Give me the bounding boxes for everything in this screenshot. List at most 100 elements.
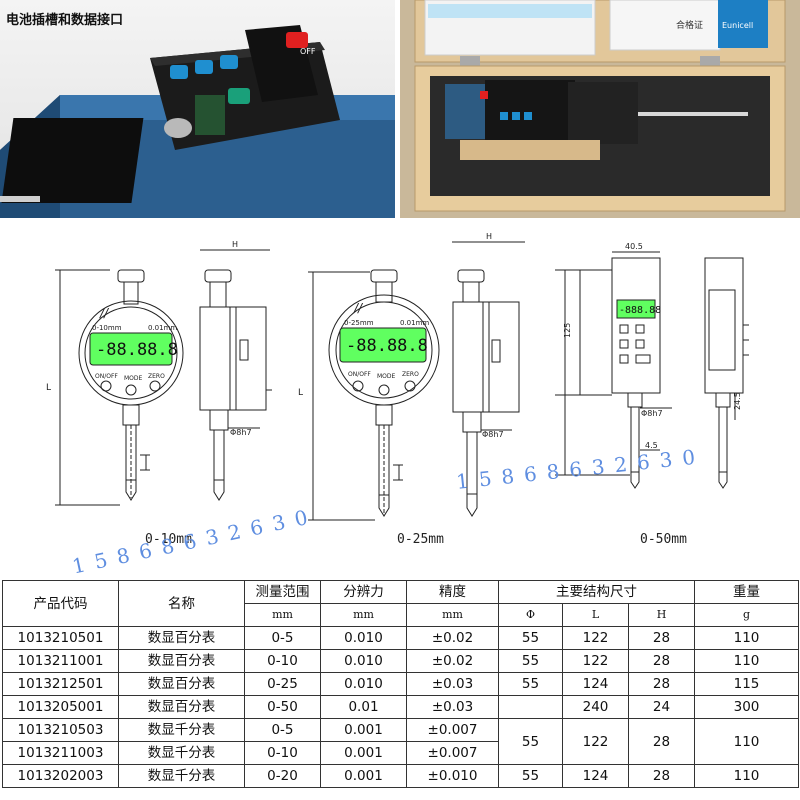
drawing-0-50-side: 24.5 — [704, 257, 749, 489]
svg-text://: // — [99, 306, 110, 320]
cell-phi — [498, 695, 563, 719]
cell-name: 数显百分表 — [118, 672, 245, 696]
cell-name: 数显百分表 — [118, 626, 245, 650]
header-range: 测量范围 — [244, 580, 321, 604]
table-row: 1013210503 数显千分表 0-5 0.001 ±0.007 55 122… — [2, 718, 800, 765]
cell-resolution: 0.001 — [320, 741, 407, 765]
table-row: 1013210501 数显百分表 0-5 0.010 ±0.02 55 122 … — [2, 626, 800, 650]
cell-h: 28 — [627, 626, 696, 650]
table-row: 1013202003 数显千分表 0-20 0.001 ±0.010 55 12… — [2, 764, 800, 788]
button-label-onoff-25: ON/OFF — [348, 371, 371, 378]
cell-name: 数显百分表 — [118, 695, 245, 719]
gauge-closeup-illustration: OFF — [0, 25, 395, 218]
cell-weight: 110 — [694, 649, 800, 673]
button-label-mode-25: MODE — [377, 373, 396, 380]
cell-name: 数显百分表 — [118, 649, 245, 673]
cell-range: 0-5 — [244, 718, 321, 742]
technical-drawings: L -88.88.8 0-10mm 0.01mm // ON/OFF MODE … — [46, 232, 749, 521]
cell-resolution: 0.001 — [320, 764, 407, 788]
cell-name: 数显千分表 — [118, 741, 245, 765]
cell-l: 122 — [562, 718, 629, 765]
cell-accuracy: ±0.007 — [406, 741, 499, 765]
button-label-zero-25: ZERO — [402, 371, 419, 378]
button-label-onoff-10: ON/OFF — [95, 373, 118, 380]
cell-accuracy: ±0.03 — [406, 672, 499, 696]
cell-l: 240 — [562, 695, 629, 719]
drawing-0-50-front: 40.5 125 -888.88 Φ8h7 4.5 — [555, 242, 672, 489]
caption-0-25: 0-25mm — [397, 532, 444, 547]
cell-range: 0-10 — [244, 649, 321, 673]
red-off-button — [286, 32, 308, 48]
button-mode-25 — [378, 384, 390, 396]
table-row: 1013205001 数显百分表 0-50 0.01 ±0.03 240 24 … — [2, 695, 800, 719]
dim-h-10: H — [232, 240, 238, 249]
cell-l: 122 — [562, 626, 629, 650]
cell-range: 0-20 — [244, 764, 321, 788]
header-dims: 主要结构尺寸 — [497, 580, 696, 604]
button-zero-10 — [149, 380, 161, 392]
cell-l: 122 — [562, 649, 629, 673]
range-label-10: 0-10mm — [92, 324, 122, 332]
cell-range: 0-5 — [244, 626, 321, 650]
cell-accuracy: ±0.007 — [406, 718, 499, 742]
unit-resolution: mm — [320, 603, 407, 627]
drawing-0-25-front: L -88.88.8 0-25mm 0.01mm // ON/OFF MODE … — [298, 269, 440, 521]
header-name: 名称 — [118, 580, 245, 627]
unit-h: H — [627, 603, 696, 627]
cell-weight: 300 — [694, 695, 800, 719]
dim-24-50: 24.5 — [733, 392, 742, 410]
photo-caption: 电池插槽和数据接口 — [6, 13, 124, 28]
cell-name: 数显千分表 — [118, 764, 245, 788]
cell-code: 1013211003 — [2, 741, 119, 765]
cell-code: 1013210501 — [2, 626, 119, 650]
button-mode-10 — [125, 384, 137, 396]
dim-d-10: Φ8h7 — [230, 428, 252, 437]
cell-h: 28 — [627, 649, 696, 673]
dim-l-10: L — [46, 383, 51, 393]
cell-code: 1013212501 — [2, 672, 119, 696]
button-zero-25 — [404, 380, 416, 392]
cell-h: 24 — [627, 695, 696, 719]
cell-resolution: 0.010 — [320, 672, 407, 696]
drawing-0-25-side: H Φ8h7 — [452, 232, 525, 517]
cell-phi: 55 — [498, 764, 563, 788]
header-code: 产品代码 — [2, 580, 119, 627]
cell-h: 28 — [627, 764, 696, 788]
unit-weight: g — [694, 603, 800, 627]
cell-phi: 55 — [498, 626, 563, 650]
cell-name: 数显千分表 — [118, 718, 245, 742]
header-resolution: 分辨力 — [320, 580, 407, 604]
table-row: 1013212501 数显百分表 0-25 0.010 ±0.03 55 124… — [2, 672, 800, 696]
dim-w-50: 40.5 — [625, 242, 643, 251]
blue-button-2 — [195, 60, 213, 74]
table-row: 1013211001 数显百分表 0-10 0.010 ±0.02 55 122… — [2, 649, 800, 673]
cell-phi: 55 — [498, 649, 563, 673]
button-label-zero-10: ZERO — [148, 373, 165, 380]
caption-0-50: 0-50mm — [640, 532, 687, 547]
cell-l: 124 — [562, 672, 629, 696]
cell-l: 124 — [562, 764, 629, 788]
lcd-readout-25: -88.88.8 — [346, 336, 428, 356]
cell-weight: 115 — [694, 672, 800, 696]
cell-accuracy: ±0.010 — [406, 764, 499, 788]
dim-125-50: 125 — [563, 323, 572, 338]
product-photo-wooden-box: 合格证 Eunicell — [400, 0, 800, 218]
off-label: OFF — [300, 47, 316, 56]
unit-phi: Φ — [498, 603, 563, 627]
cell-weight: 110 — [694, 718, 800, 765]
button-onoff-25 — [352, 380, 364, 392]
svg-text://: // — [353, 301, 364, 315]
unit-l: L — [562, 603, 629, 627]
range-label-25: 0-25mm — [344, 319, 374, 327]
cell-weight: 110 — [694, 764, 800, 788]
cell-code: 1013202003 — [2, 764, 119, 788]
cell-accuracy: ±0.03 — [406, 695, 499, 719]
cell-accuracy: ±0.02 — [406, 649, 499, 673]
cell-code: 1013211001 — [2, 649, 119, 673]
lcd-readout-10: -88.88.8 — [96, 340, 178, 360]
dim-l-25: L — [298, 388, 303, 398]
wooden-box-illustration: 合格证 Eunicell — [400, 0, 800, 218]
drawing-0-10-front: L -88.88.8 0-10mm 0.01mm // ON/OFF MODE … — [46, 269, 184, 506]
cell-h: 28 — [627, 672, 696, 696]
cell-resolution: 0.010 — [320, 626, 407, 650]
